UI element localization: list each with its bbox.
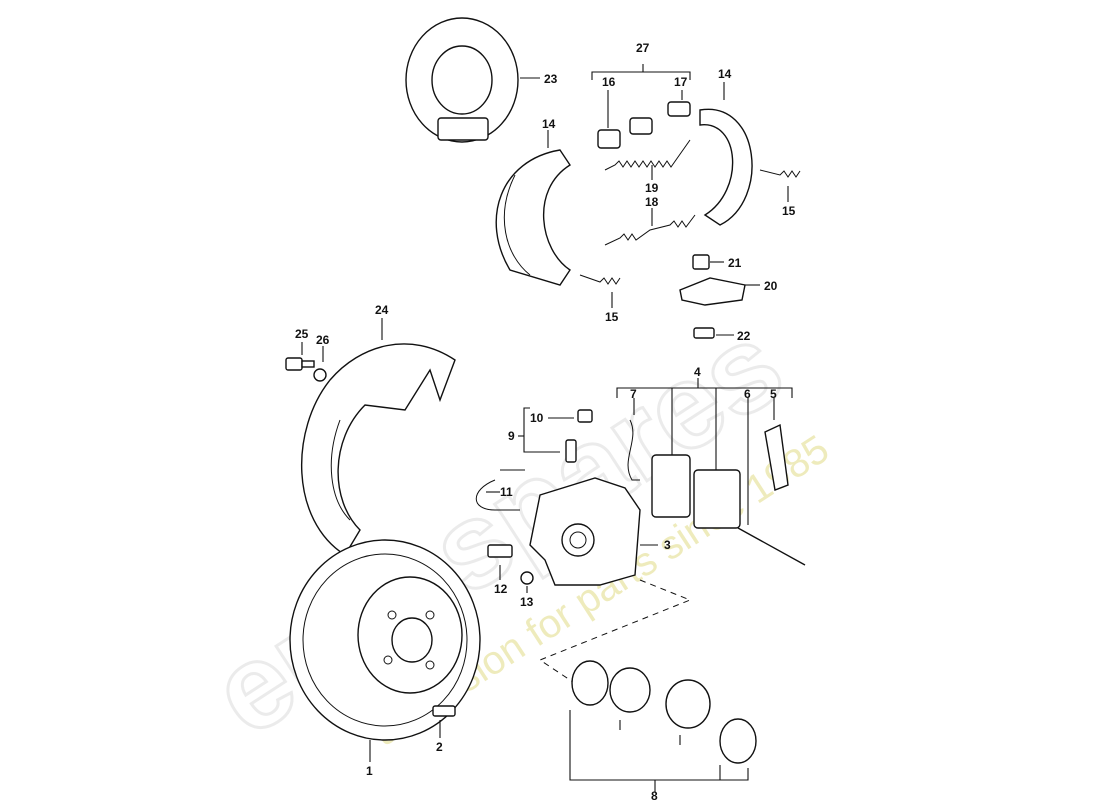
part-3-caliper <box>529 477 658 586</box>
callout-25: 25 <box>295 327 309 341</box>
callout-4: 4 <box>694 365 701 379</box>
callout-20: 20 <box>764 279 778 293</box>
part-25-26-bolt-washer <box>285 342 327 382</box>
callout-3: 3 <box>664 538 671 552</box>
part-12-13-bolt-washer <box>487 544 534 593</box>
callout-14-right: 14 <box>718 67 732 81</box>
callout-labels: 1 2 3 4 5 6 7 8 9 10 11 12 13 14 14 15 1… <box>295 41 796 800</box>
part-4-7-brake-pads <box>616 378 806 566</box>
part-18-spring <box>604 208 696 246</box>
part-2-wheel-stud <box>432 705 456 738</box>
callout-21: 21 <box>728 256 742 270</box>
callout-14-left: 14 <box>542 117 556 131</box>
callout-15-right: 15 <box>782 204 796 218</box>
part-14-brake-shoe-right <box>699 82 753 226</box>
part-23-backing-plate <box>405 17 540 143</box>
callout-16: 16 <box>602 75 616 89</box>
callout-15-left: 15 <box>605 310 619 324</box>
callout-10: 10 <box>530 411 544 425</box>
callout-22: 22 <box>737 329 751 343</box>
part-15-spring-right <box>759 169 801 202</box>
callout-11: 11 <box>500 485 513 499</box>
part-24-dust-shield <box>300 318 456 556</box>
callout-5: 5 <box>770 387 777 401</box>
part-19-spring <box>604 139 691 180</box>
part-16-17-wheel-cylinder <box>591 64 691 149</box>
callout-27: 27 <box>636 41 650 55</box>
callout-24: 24 <box>375 303 389 317</box>
part-8-seal-kit <box>538 579 757 792</box>
callout-19: 19 <box>645 181 659 195</box>
callout-17: 17 <box>674 75 688 89</box>
part-9-10-bleeder <box>518 407 593 463</box>
callout-18: 18 <box>645 195 659 209</box>
callout-13: 13 <box>520 595 534 609</box>
part-20-21-22-adjuster <box>679 254 760 339</box>
callout-2: 2 <box>436 740 443 754</box>
part-11-spring <box>475 469 525 511</box>
callout-12: 12 <box>494 582 508 596</box>
part-1-brake-disc <box>289 539 481 762</box>
callout-8: 8 <box>651 789 658 800</box>
part-14-brake-shoe-left <box>495 130 571 286</box>
callout-1: 1 <box>366 764 373 778</box>
callout-6: 6 <box>744 387 751 401</box>
part-15-spring-left <box>579 274 621 308</box>
callout-9: 9 <box>508 429 515 443</box>
callout-26: 26 <box>316 333 330 347</box>
callout-7: 7 <box>630 387 637 401</box>
callout-23: 23 <box>544 72 558 86</box>
